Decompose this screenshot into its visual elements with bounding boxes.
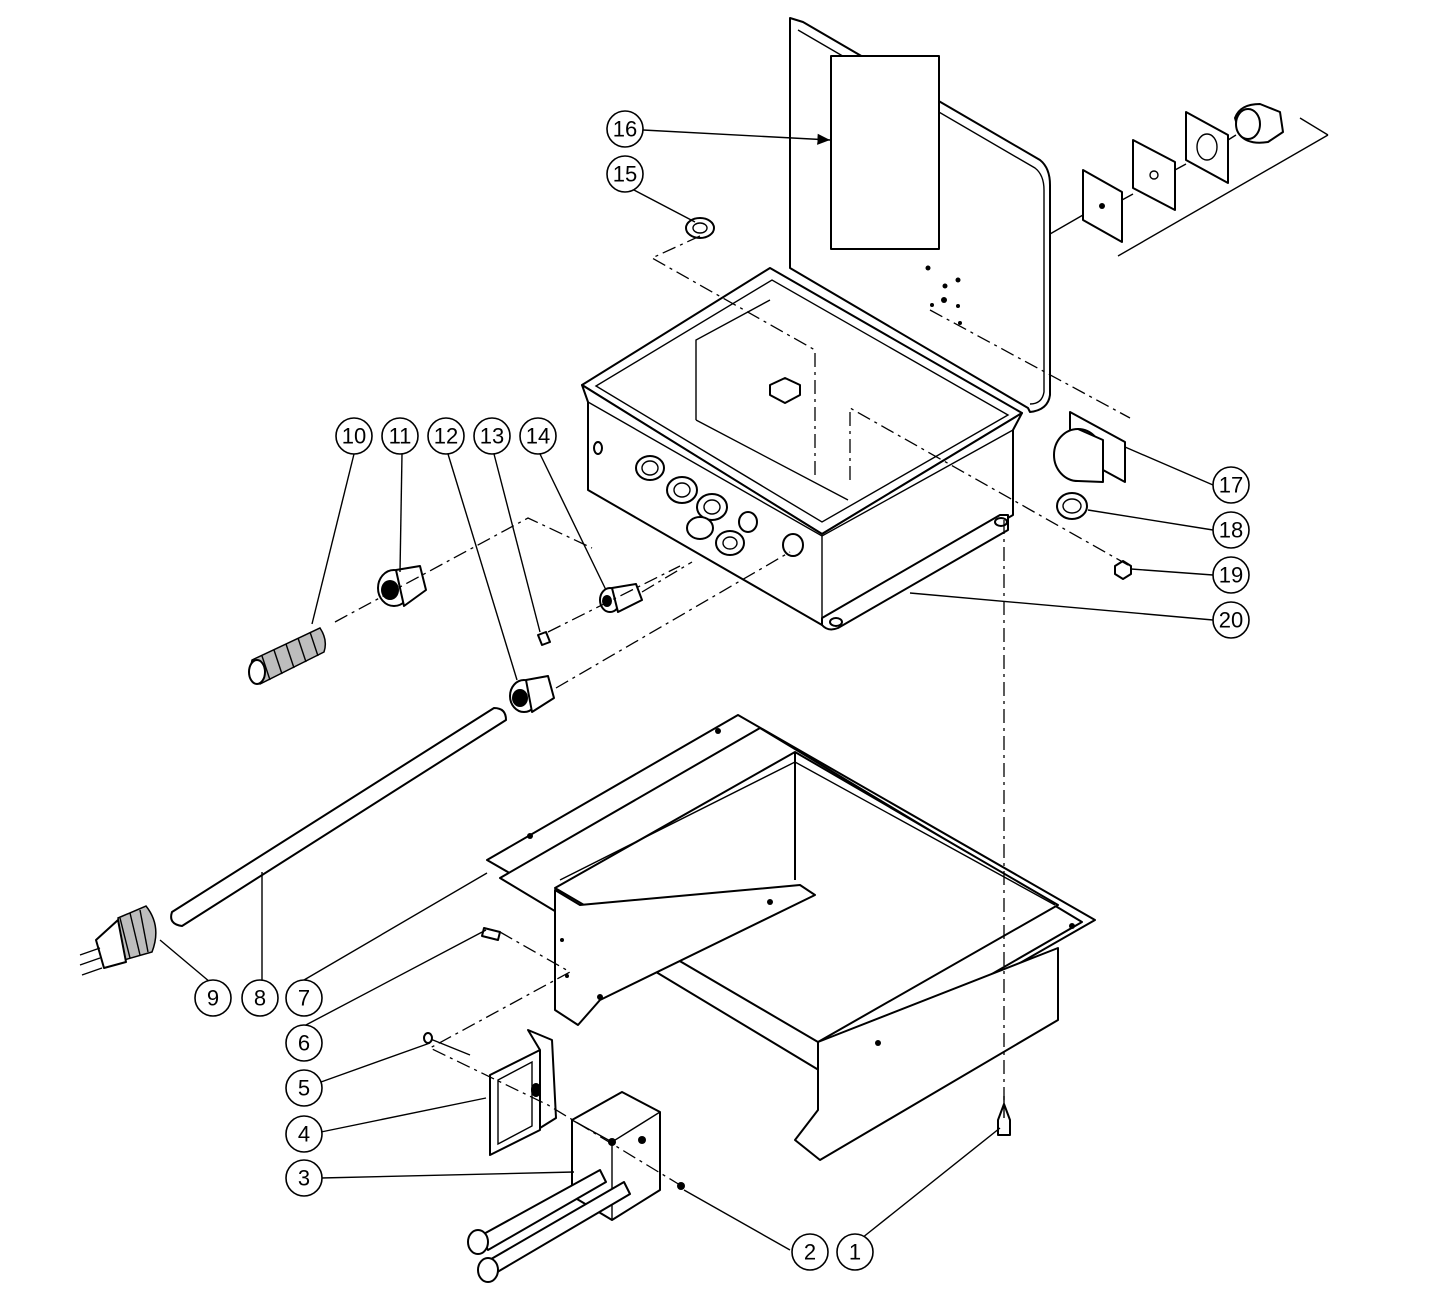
part-18-locknut [1056, 492, 1088, 520]
part-4-bracket [489, 1029, 557, 1156]
callout-4: 4 [285, 1115, 323, 1153]
callout-9: 9 [194, 979, 232, 1017]
part-15-nut [685, 217, 715, 239]
callout-2-label: 2 [804, 1240, 816, 1265]
callout-8-label: 8 [254, 986, 266, 1011]
callout-6: 6 [285, 1024, 323, 1062]
callout-1-label: 1 [849, 1240, 861, 1265]
callout-5-label: 5 [298, 1076, 310, 1101]
callout-4-label: 4 [298, 1122, 310, 1147]
part-10-strain-relief [248, 627, 327, 685]
callout-12-label: 12 [434, 424, 458, 449]
callout-14: 14 [519, 417, 557, 455]
part-6-screw [481, 927, 501, 941]
part-17-assembly [1049, 103, 1329, 483]
callout-20-label: 20 [1219, 608, 1243, 633]
callout-19: 19 [1212, 556, 1250, 594]
part-17-connector [1053, 411, 1126, 483]
callout-8: 8 [241, 979, 279, 1017]
callout-7: 7 [285, 979, 323, 1017]
part-1-bolt [997, 1096, 1011, 1136]
callout-1: 1 [836, 1233, 874, 1271]
enclosure-base [581, 267, 1023, 631]
callout-16-label: 16 [613, 117, 637, 142]
part-11-gland [377, 565, 427, 607]
callout-13-label: 13 [480, 424, 504, 449]
callout-7-label: 7 [298, 986, 310, 1011]
callout-9-label: 9 [207, 986, 219, 1011]
callout-15: 15 [606, 155, 644, 193]
part-3-junction-box [467, 1091, 661, 1283]
callout-10-label: 10 [342, 424, 366, 449]
callout-10: 10 [335, 417, 373, 455]
callout-16: 16 [606, 110, 644, 148]
callout-12: 12 [427, 417, 465, 455]
callout-15-label: 15 [613, 162, 637, 187]
callout-11-label: 11 [389, 424, 412, 449]
part-7-mounting-frame [486, 714, 1096, 1161]
callout-2: 2 [791, 1233, 829, 1271]
enclosure-lid [789, 17, 1051, 413]
part-12-gland [509, 675, 555, 713]
part-14-gland [599, 583, 643, 613]
assembly-centerlines [334, 235, 1131, 1186]
callout-17: 17 [1212, 466, 1250, 504]
callout-11: 11 [381, 417, 419, 455]
enclosure-cable-glands [593, 441, 804, 557]
callout-19-label: 19 [1219, 563, 1243, 588]
callout-18: 18 [1212, 511, 1250, 549]
part-8-rod [170, 707, 507, 927]
part-5-bolt [423, 1032, 471, 1056]
callout-14-label: 14 [526, 424, 550, 449]
lid-label-plate [830, 55, 940, 250]
callout-17-label: 17 [1219, 473, 1243, 498]
callout-20: 20 [1212, 601, 1250, 639]
part-9-plug [79, 905, 157, 976]
part-13-plug [537, 631, 551, 646]
callout-3-label: 3 [298, 1166, 310, 1191]
part-19-nut [1114, 560, 1132, 580]
callout-13: 13 [473, 417, 511, 455]
callout-18-label: 18 [1219, 518, 1243, 543]
callout-3: 3 [285, 1159, 323, 1197]
callout-6-label: 6 [298, 1031, 310, 1056]
callout-5: 5 [285, 1069, 323, 1107]
